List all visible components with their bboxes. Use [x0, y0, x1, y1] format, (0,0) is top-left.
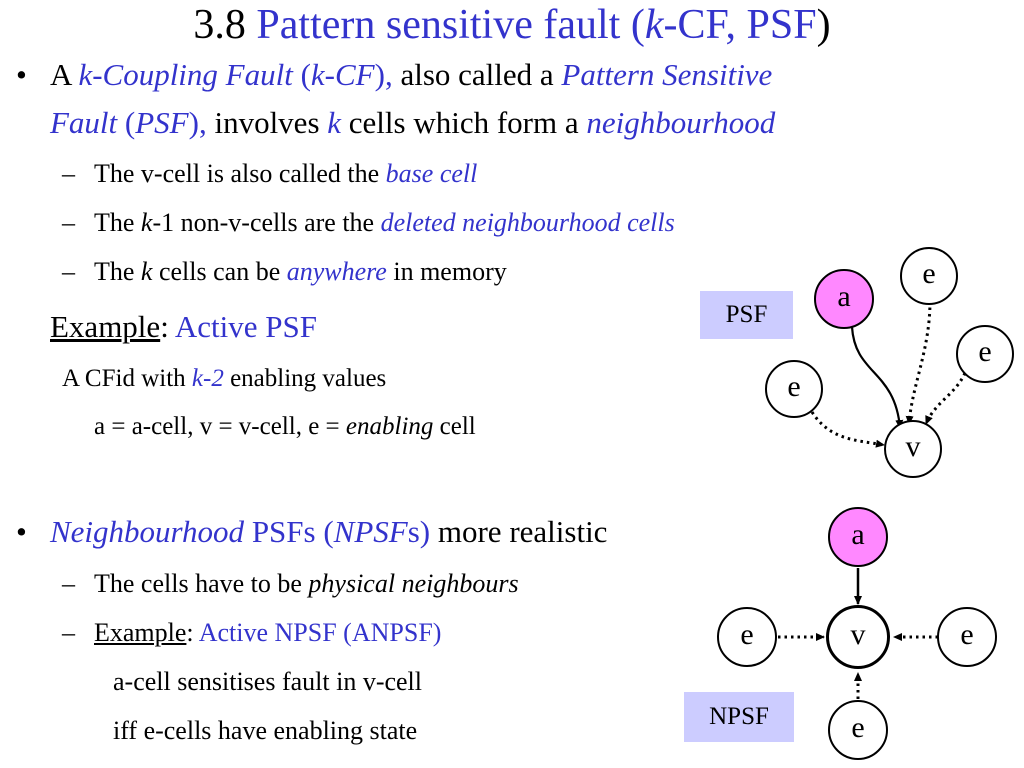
dash-marker: – [62, 618, 75, 647]
npsf-label-box: NPSF [684, 692, 794, 742]
npsf-node-e-bottom: e [828, 700, 888, 760]
psf-node-v: v [884, 420, 942, 478]
npsf-node-v: v [826, 605, 890, 669]
bullet1-sub3: The k cells can be anywhere in memory [94, 257, 507, 286]
slide-title: 3.8 Pattern sensitive fault (k-CF, PSF) [193, 2, 831, 48]
psf-node-e-top: e [900, 247, 958, 305]
bullet-marker: • [16, 514, 27, 549]
dash-marker: – [62, 569, 75, 598]
example1-heading: Example: Active PSF [50, 309, 317, 344]
psf-node-a: a [814, 269, 874, 329]
bullet2-sub1: The cells have to be physical neighbours [94, 569, 519, 598]
dash-marker: – [62, 257, 75, 286]
bullet1-line1: A k-Coupling Fault (k-CF), also called a… [50, 57, 773, 92]
bullet2-sub2: Example: Active NPSF (ANPSF) [94, 618, 442, 647]
bullet1-sub2: The k-1 non-v-cells are the deleted neig… [94, 208, 675, 237]
psf-node-e-left: e [765, 360, 823, 418]
bullet1-sub1: The v-cell is also called the base cell [94, 159, 478, 188]
bullet2-line3: a-cell sensitises fault in v-cell [113, 667, 423, 696]
bullet2-line4: iff e-cells have enabling state [113, 716, 418, 745]
psf-label-box: PSF [700, 291, 793, 339]
psf-arrow-e-right-to-v [924, 372, 967, 425]
bullet2-line1: Neighbourhood PSFs (NPSFs) more realisti… [50, 514, 608, 549]
psf-arrow-a-to-v [850, 326, 904, 429]
npsf-node-e-right: e [937, 607, 997, 667]
example1-line1: A CFid with k-2 enabling values [62, 365, 387, 392]
dash-marker: – [62, 159, 75, 188]
bullet-marker: • [16, 57, 27, 92]
psf-node-e-right: e [956, 325, 1014, 383]
psf-arrow-e-left-to-v [810, 411, 885, 448]
psf-arrow-e-top-to-v [905, 300, 932, 425]
example1-line2: a = a-cell, v = v-cell, e = enabling cel… [94, 413, 476, 440]
npsf-node-e-left: e [717, 607, 777, 667]
npsf-node-a: a [828, 507, 888, 567]
dash-marker: – [62, 208, 75, 237]
bullet1-line2: Fault (PSF), involves k cells which form… [50, 105, 776, 140]
